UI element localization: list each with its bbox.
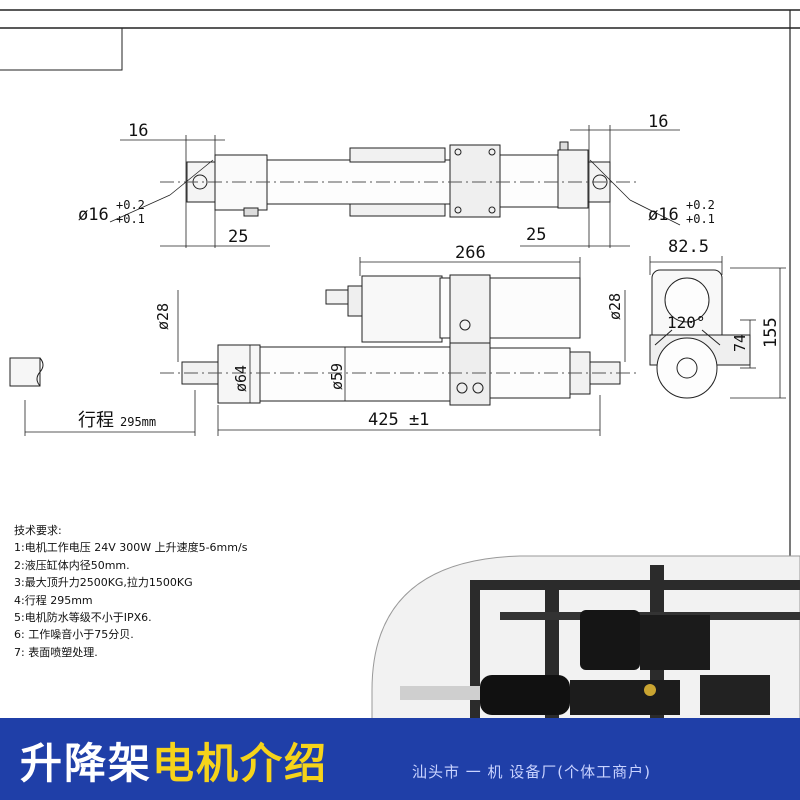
banner-title: 升降架电机介绍 bbox=[20, 730, 328, 791]
dim-bore-right-lower: +0.1 bbox=[686, 212, 715, 226]
dim-82-5: 82.5 bbox=[668, 237, 709, 257]
dim-bore-left: ø16 bbox=[78, 205, 109, 225]
dim-bore-right: ø16 bbox=[648, 205, 679, 225]
front-view-dimension-lines bbox=[24, 257, 626, 436]
tech-item: 2:液压缸体内径50mm. bbox=[14, 558, 130, 572]
tech-item: 4:行程 295mm bbox=[14, 593, 93, 607]
tech-heading: 技术要求: bbox=[14, 524, 62, 537]
dim-16-left: 16 bbox=[128, 121, 148, 141]
dim-phi28-right: ø28 bbox=[606, 293, 624, 320]
technical-requirements: 技术要求: 1:电机工作电压 24V 300W 上升速度5-6mm/s 2:液压… bbox=[14, 522, 374, 661]
banner-title-yellow: 电机介绍 bbox=[152, 739, 329, 788]
dim-266: 266 bbox=[455, 243, 486, 263]
actuator-top-view bbox=[160, 141, 640, 218]
dim-total-length: 425 ±1 bbox=[368, 410, 429, 430]
dim-74: 74 bbox=[731, 334, 749, 352]
dim-bore-left-upper: +0.2 bbox=[116, 198, 145, 212]
stroke-value: 295mm bbox=[120, 415, 156, 429]
dim-phi59: ø59 bbox=[328, 363, 346, 390]
dim-phi64: ø64 bbox=[232, 365, 250, 392]
actuator-front-view bbox=[9, 274, 640, 406]
tech-item: 5:电机防水等级不小于IPX6. bbox=[14, 611, 152, 625]
end-view-dimension-lines bbox=[649, 256, 786, 399]
stroke-label: 行程 bbox=[78, 410, 114, 431]
tech-item: 3:最大顶升力2500KG,拉力1500KG bbox=[14, 576, 193, 590]
dim-bore-left-lower: +0.1 bbox=[116, 212, 145, 226]
title-banner bbox=[0, 718, 800, 800]
dim-phi28-left: ø28 bbox=[154, 303, 172, 330]
tech-item: 7: 表面喷塑处理. bbox=[14, 645, 98, 659]
banner-title-white: 升降架 bbox=[20, 739, 153, 788]
dim-bore-right-upper: +0.2 bbox=[686, 198, 715, 212]
dim-25-left: 25 bbox=[228, 227, 248, 247]
company-watermark: 汕头市 一 机 设备厂(个体工商户) bbox=[412, 763, 652, 781]
dim-25-right: 25 bbox=[526, 225, 546, 245]
dim-155: 155 bbox=[761, 317, 781, 348]
tech-item: 1:电机工作电压 24V 300W 上升速度5-6mm/s bbox=[14, 541, 248, 555]
dim-120-deg: 120° bbox=[667, 313, 706, 332]
tech-item: 6: 工作噪音小于75分贝. bbox=[14, 628, 134, 642]
dim-16-right: 16 bbox=[648, 112, 668, 132]
top-view-dimension-lines bbox=[109, 125, 681, 248]
drawing-frame bbox=[0, 9, 800, 800]
actuator-end-view bbox=[649, 269, 751, 399]
